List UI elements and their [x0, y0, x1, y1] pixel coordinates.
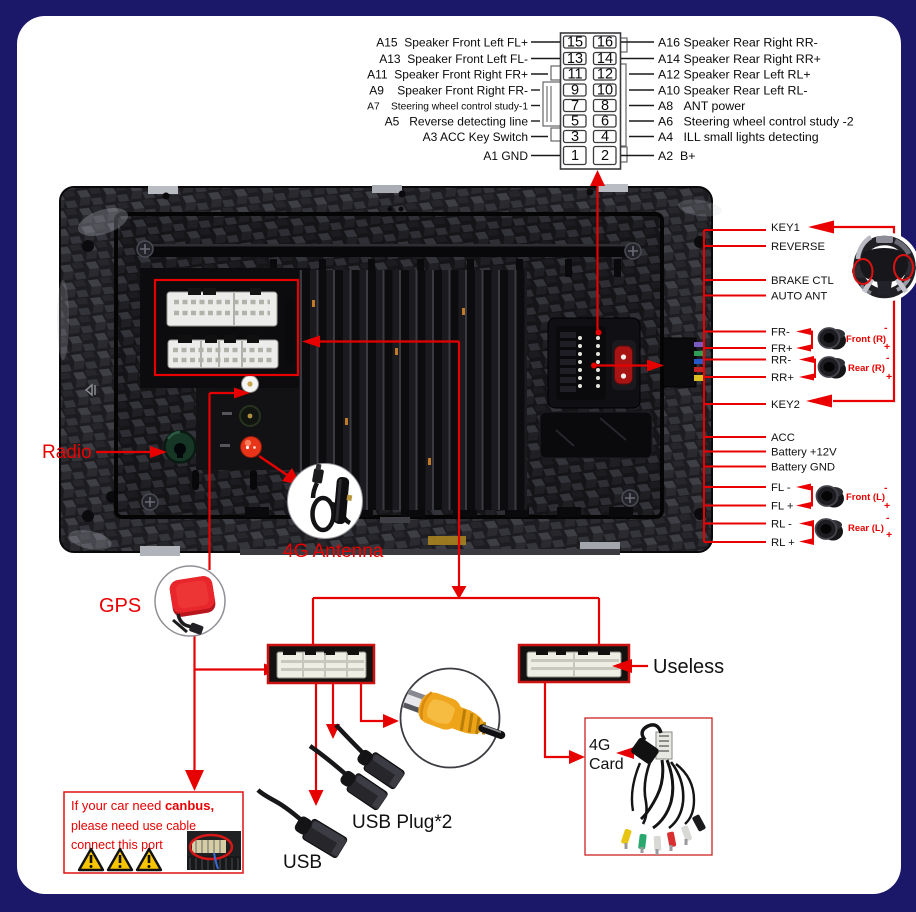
svg-text:-: -: [884, 322, 888, 334]
svg-text:If your car need canbus,: If your car need canbus,: [71, 798, 214, 813]
svg-text:REVERSE: REVERSE: [771, 241, 825, 253]
svg-text:A9 Speaker Front Right FR-: A9 Speaker Front Right FR-: [369, 84, 528, 98]
svg-text:A15 Speaker Front Left FL+: A15 Speaker Front Left FL+: [376, 36, 528, 50]
svg-text:+: +: [884, 341, 890, 353]
svg-text:13: 13: [567, 51, 583, 67]
svg-text:9: 9: [571, 83, 579, 99]
svg-text:4: 4: [601, 129, 609, 145]
svg-text:connect this port: connect this port: [71, 838, 163, 852]
svg-text:RR+: RR+: [771, 372, 794, 384]
svg-text:FL -: FL -: [771, 482, 791, 494]
svg-text:FR-: FR-: [771, 327, 790, 339]
svg-text:RR-: RR-: [771, 355, 791, 367]
svg-text:A6 Steering wheel control st: A6 Steering wheel control study -2: [658, 115, 854, 129]
svg-text:A4 ILL small lights detectin: A4 ILL small lights detecting: [658, 130, 819, 144]
svg-text:Useless: Useless: [653, 656, 724, 678]
svg-text:+: +: [886, 371, 892, 383]
svg-text:Front (R): Front (R): [846, 334, 886, 345]
svg-text:ACC: ACC: [771, 432, 795, 444]
svg-text:A2 B+: A2 B+: [658, 149, 696, 163]
svg-text:KEY1: KEY1: [771, 222, 800, 234]
svg-text:RL -: RL -: [771, 519, 792, 531]
svg-text:KEY2: KEY2: [771, 399, 800, 411]
svg-text:USB: USB: [283, 852, 322, 873]
svg-text:USB Plug*2: USB Plug*2: [352, 812, 452, 833]
svg-text:Rear (R): Rear (R): [848, 363, 885, 374]
svg-text:A16 Speaker Rear Right RR-: A16 Speaker Rear Right RR-: [658, 36, 818, 50]
svg-text:16: 16: [597, 35, 613, 51]
svg-text:A10 Speaker Rear Left RL-: A10 Speaker Rear Left RL-: [658, 84, 807, 98]
svg-text:A5 Reverse detecting line: A5 Reverse detecting line: [385, 115, 529, 129]
svg-text:6: 6: [601, 114, 609, 130]
svg-text:11: 11: [567, 67, 582, 83]
svg-text:FL +: FL +: [771, 501, 794, 513]
svg-text:A12 Speaker Rear Left RL+: A12 Speaker Rear Left RL+: [658, 68, 811, 82]
svg-text:FR+: FR+: [771, 343, 793, 355]
svg-text:4G Antenna: 4G Antenna: [283, 541, 384, 562]
svg-text:A14 Speaker Rear Right RR+: A14 Speaker Rear Right RR+: [658, 52, 821, 66]
svg-text:A11 Speaker Front Right FR+: A11 Speaker Front Right FR+: [367, 68, 528, 82]
svg-text:GPS: GPS: [99, 595, 141, 617]
svg-text:5: 5: [571, 114, 579, 130]
svg-text:A13 Speaker Front Left FL-: A13 Speaker Front Left FL-: [379, 52, 528, 66]
svg-text:2: 2: [601, 148, 609, 164]
svg-text:please need use cable: please need use cable: [71, 819, 196, 833]
svg-text:Battery GND: Battery GND: [771, 462, 835, 474]
svg-text:Card: Card: [589, 756, 624, 773]
svg-text:A1 GND: A1 GND: [483, 149, 528, 163]
svg-text:7: 7: [571, 98, 579, 114]
svg-text:10: 10: [597, 83, 613, 99]
svg-text:+: +: [884, 500, 890, 512]
svg-text:+: +: [886, 529, 892, 541]
svg-text:-: -: [886, 512, 890, 524]
svg-text:RL +: RL +: [771, 537, 795, 549]
svg-text:A3 ACC Key Switch: A3 ACC Key Switch: [423, 130, 528, 144]
svg-text:BRAKE CTL: BRAKE CTL: [771, 275, 834, 287]
svg-text:Rear (L): Rear (L): [848, 523, 884, 534]
svg-text:4G: 4G: [589, 737, 610, 754]
svg-text:3: 3: [571, 129, 579, 145]
svg-text:Radio: Radio: [42, 442, 92, 463]
svg-text:A8 ANT power: A8 ANT power: [658, 99, 745, 113]
svg-text:8: 8: [601, 98, 609, 114]
svg-text:1: 1: [571, 148, 579, 164]
svg-text:Front (L): Front (L): [846, 492, 885, 503]
svg-text:AUTO ANT: AUTO ANT: [771, 291, 827, 303]
svg-text:-: -: [886, 352, 890, 364]
svg-text:14: 14: [597, 51, 613, 67]
svg-text:A7 Steering wheel control s: A7 Steering wheel control study-1: [367, 102, 528, 113]
svg-text:Battery +12V: Battery +12V: [771, 447, 837, 459]
svg-text:15: 15: [567, 35, 583, 51]
svg-text:12: 12: [597, 67, 613, 83]
svg-text:-: -: [884, 482, 888, 494]
